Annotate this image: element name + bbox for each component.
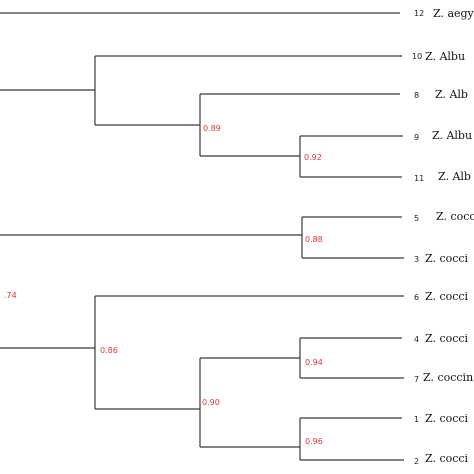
support-value-root-lower: .74 [4, 291, 17, 300]
leaf-number-6: 6 [414, 293, 419, 302]
leaf-numbers: 12 10 8 9 11 5 3 6 4 7 1 2 [412, 9, 424, 466]
leaf-number-12: 12 [414, 9, 424, 18]
taxon-labels: Z. aegy Z. Albu Z. Alb Z. Albu Z. Alb Z.… [423, 7, 474, 465]
taxon-label-11: Z. Alb [438, 170, 471, 183]
support-value-4-7: 0.94 [305, 358, 323, 367]
taxon-label-9: Z. Albu [432, 129, 472, 142]
support-value-4-7-1-2: 0.90 [202, 398, 220, 407]
leaf-number-9: 9 [414, 133, 419, 142]
leaf-number-4: 4 [414, 335, 419, 344]
support-value-5-3: 0.88 [305, 235, 323, 244]
taxon-label-6: Z. cocci [425, 290, 469, 303]
taxon-label-4: Z. cocci [425, 332, 469, 345]
support-value-9-11: 0.92 [304, 153, 322, 162]
leaf-number-5: 5 [414, 214, 419, 223]
leaf-number-2: 2 [414, 457, 419, 466]
leaf-number-3: 3 [414, 255, 419, 264]
leaf-number-7: 7 [414, 375, 419, 384]
taxon-label-2: Z. cocci [425, 452, 469, 465]
taxon-label-3: Z. cocci [425, 252, 469, 265]
leaf-number-11: 11 [414, 174, 424, 183]
tree-branches [0, 12, 404, 461]
leaf-number-1: 1 [414, 415, 419, 424]
taxon-label-5: Z. cocci [436, 210, 474, 223]
support-value-8-9-11: 0.89 [203, 124, 221, 133]
taxon-label-7: Z. coccin [423, 371, 473, 384]
support-values: 0.89 0.92 0.88 .74 0.86 0.94 0.90 0.96 [4, 124, 323, 446]
taxon-label-8: Z. Alb [435, 88, 468, 101]
leaf-number-8: 8 [414, 91, 419, 100]
taxon-label-12: Z. aegy [433, 7, 474, 20]
support-value-lower-group: 0.86 [100, 346, 118, 355]
leaf-number-10: 10 [412, 52, 422, 61]
taxon-label-10: Z. Albu [425, 50, 465, 63]
support-value-1-2: 0.96 [305, 437, 323, 446]
taxon-label-1: Z. cocci [425, 412, 469, 425]
